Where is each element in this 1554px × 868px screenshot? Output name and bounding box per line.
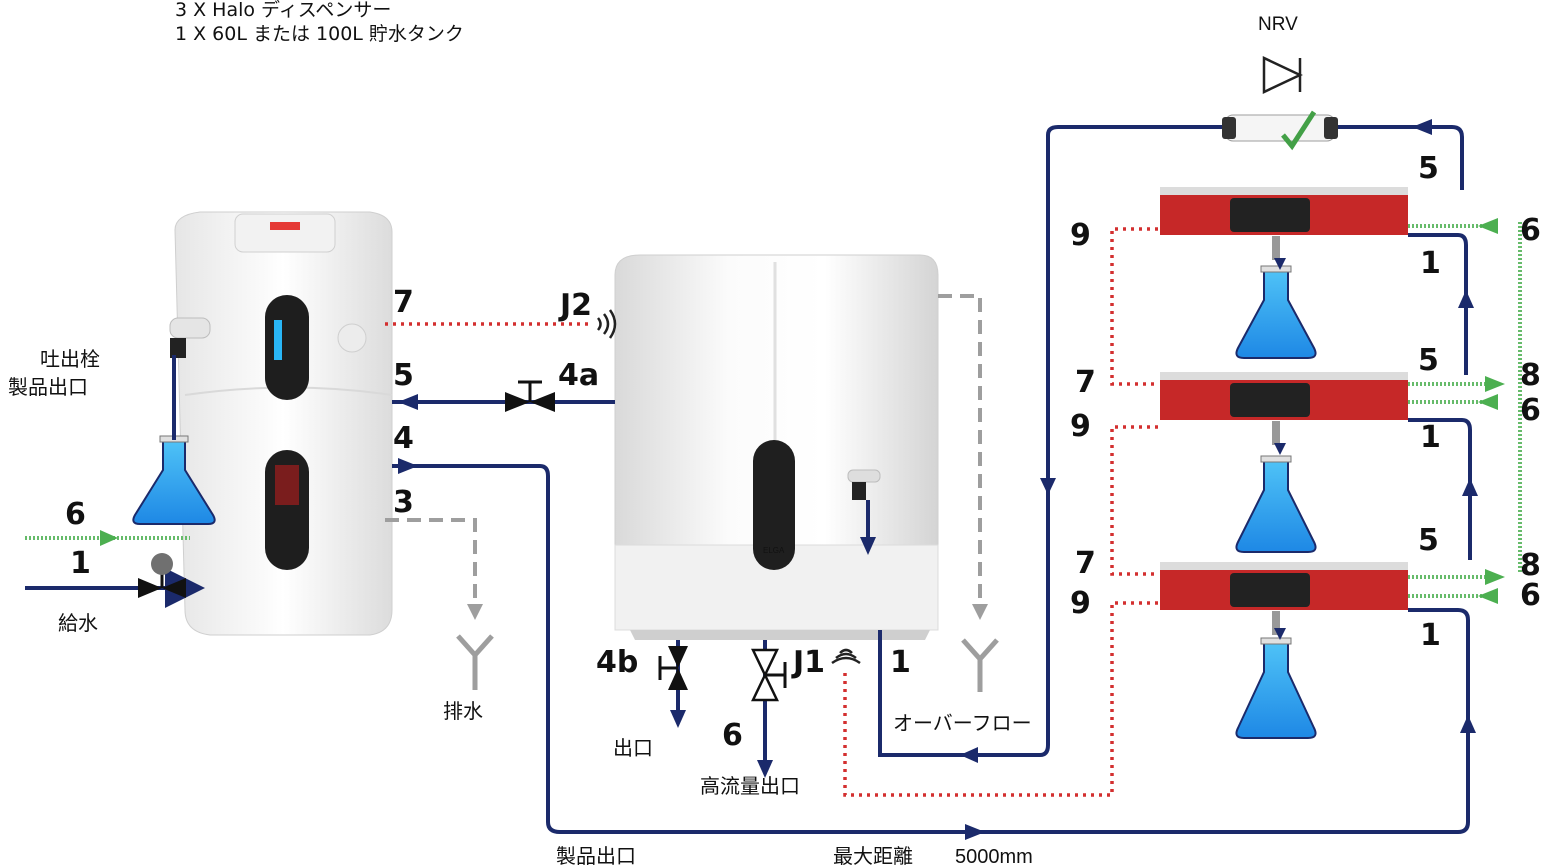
label-4b: 4b <box>596 645 638 680</box>
purifier-unit <box>169 211 393 636</box>
green-arrows <box>100 218 1505 604</box>
outlet-label: 出口 <box>613 736 653 760</box>
dispense-tap-icon <box>169 317 211 339</box>
flask-icon <box>1235 455 1317 553</box>
tank-display-text: ELGA <box>763 546 785 555</box>
drain-arrows <box>467 604 988 620</box>
flask-icon <box>1235 265 1317 359</box>
label-j2: J2 <box>558 288 592 323</box>
label-7-purifier: 7 <box>393 285 414 320</box>
label-4a: 4a <box>558 358 599 393</box>
flow-arrows <box>168 119 1478 840</box>
dispenser-2 <box>1160 372 1408 445</box>
label-5-d2: 5 <box>1418 343 1439 378</box>
header-line-1: 3 X Halo ディスペンサー <box>175 0 391 21</box>
label-8-d3: 8 <box>1520 548 1541 583</box>
header-line-2: 1 X 60L または 100L 貯水タンク <box>175 23 464 45</box>
label-9-d2: 9 <box>1070 409 1091 444</box>
max-distance-label: 最大距離 <box>833 844 913 868</box>
drain-lines <box>385 294 982 612</box>
label-j1: J1 <box>791 645 825 680</box>
label-7-d3: 7 <box>1075 546 1096 581</box>
label-9-d1: 9 <box>1070 218 1091 253</box>
signal-lines <box>385 227 1158 797</box>
wireless-j1-icon <box>831 648 861 665</box>
tap-label-line2: 製品出口 <box>8 375 88 399</box>
label-6-d3: 6 <box>1520 578 1541 613</box>
drain-label: 排水 <box>443 699 483 723</box>
feed-label: 給水 <box>58 611 98 635</box>
label-1-overflow: 1 <box>890 645 911 680</box>
label-6-highflow: 6 <box>722 718 743 753</box>
overflow-funnel-icon <box>961 638 999 692</box>
storage-tank: ELGA <box>614 254 939 640</box>
feed-valve-icon <box>138 553 186 598</box>
nrv-symbol-icon <box>1262 56 1303 94</box>
label-1-d2: 1 <box>1420 420 1441 455</box>
label-5-d1: 5 <box>1418 151 1439 186</box>
high-flow-outlet-label: 高流量出口 <box>700 774 800 798</box>
product-outlet-label: 製品出口 <box>556 844 636 868</box>
max-distance-value: 5000mm <box>955 846 1033 868</box>
flask-icon <box>1235 637 1317 739</box>
water-pipes <box>25 125 1472 834</box>
overflow-label: オーバーフロー <box>893 711 1032 735</box>
wireless-j2-icon <box>596 309 617 339</box>
nrv-label: NRV <box>1258 14 1298 35</box>
dispenser-1 <box>1160 187 1408 260</box>
valve-6-icon <box>751 648 787 702</box>
dispenser-3 <box>1160 562 1408 635</box>
label-6-d2: 6 <box>1520 393 1541 428</box>
label-6-feed: 6 <box>65 497 86 532</box>
label-3: 3 <box>393 485 414 520</box>
valve-4a-icon <box>505 380 555 412</box>
drain-funnel-icon <box>456 634 494 690</box>
purifier-logo-icon <box>270 222 300 230</box>
label-8-d2: 8 <box>1520 358 1541 393</box>
label-7-d2: 7 <box>1075 365 1096 400</box>
nrv-valve <box>1222 110 1338 151</box>
label-9-d3: 9 <box>1070 586 1091 621</box>
tank-tap-icon <box>847 469 881 483</box>
label-5-d3: 5 <box>1418 523 1439 558</box>
label-1-d3: 1 <box>1420 618 1441 653</box>
label-4: 4 <box>393 421 414 456</box>
label-1-feed: 1 <box>70 546 91 581</box>
tank-display <box>753 440 795 570</box>
valve-4b-icon <box>658 646 688 690</box>
label-6-d1: 6 <box>1520 213 1541 248</box>
tap-label-line1: 吐出栓 <box>40 347 100 371</box>
label-1-d1: 1 <box>1420 246 1441 281</box>
purifier-control-panel <box>265 295 309 400</box>
label-5-purifier: 5 <box>393 358 414 393</box>
